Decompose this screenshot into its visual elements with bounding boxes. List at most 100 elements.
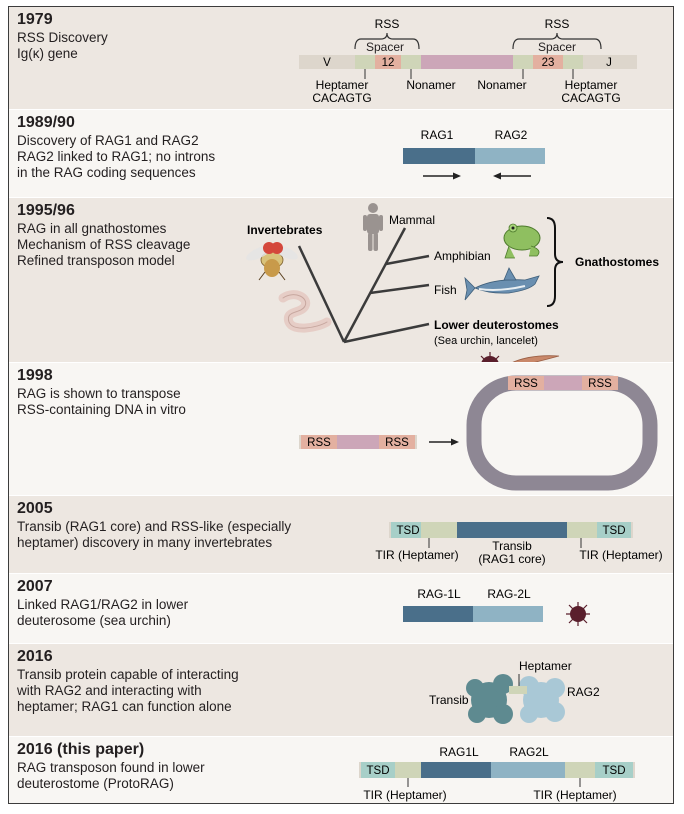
description-line: RSS Discovery <box>17 30 108 45</box>
j-segment-label: J <box>606 57 612 69</box>
arrowhead <box>451 438 459 446</box>
year-label: 2016 (this paper) <box>17 741 145 758</box>
rag1l-label: RAG-1L <box>417 587 461 601</box>
tir-label: TIR (Heptamer) <box>533 788 616 802</box>
tree-branch-lower-deuterostomes <box>343 322 430 344</box>
timeline-row-1979: 1979 RSS Discovery Ig(κ) gene RSS RSS Sp… <box>9 7 673 109</box>
intervening-segment <box>421 55 513 69</box>
year-label: 2005 <box>17 500 53 517</box>
rss-brace-right <box>512 32 602 50</box>
rss-segment <box>301 435 337 449</box>
description-line: in the RAG coding sequences <box>17 165 196 180</box>
tsd-segment <box>595 762 633 778</box>
rag-locus-diagram: RAG1 RAG2 <box>403 128 545 180</box>
timeline-row-1995: 1995/96 RAG in all gnathostomes Mechanis… <box>9 197 673 363</box>
sea-urchin-icon <box>566 602 590 626</box>
rss-label: RSS <box>588 378 612 390</box>
description-line: Transib protein capable of interacting <box>17 667 239 682</box>
shark-icon <box>464 267 540 301</box>
v-segment-label: V <box>323 57 331 69</box>
lower-deuterostomes-label: Lower deuterostomes <box>434 318 559 332</box>
rag2l-label: RAG-2L <box>487 587 531 601</box>
tir-label: TIR (Heptamer) <box>363 788 446 802</box>
rag2-label: RAG2 <box>495 128 528 142</box>
tsd-label: TSD <box>397 525 420 537</box>
description-line: Discovery of RAG1 and RAG2 <box>17 133 199 148</box>
sea-urchin-rag-diagram: RAG-1L RAG-2L <box>403 587 590 626</box>
spacer-label-left: Spacer <box>366 40 404 54</box>
spacer23-label: 23 <box>542 57 555 69</box>
heptamer-label-left: Heptamer <box>316 78 369 92</box>
timeline-figure: 1979 RSS Discovery Ig(κ) gene RSS RSS Sp… <box>8 6 674 804</box>
tsd-label: TSD <box>367 765 390 777</box>
fish-label: Fish <box>434 283 457 297</box>
tsd-segment <box>391 522 421 538</box>
row-description: RSS Discovery Ig(κ) gene <box>17 30 108 62</box>
phylogenetic-tree: Invertebrates <box>246 203 659 363</box>
rss-segment <box>379 435 415 449</box>
rss-segment <box>582 376 618 390</box>
tir-segment <box>421 522 457 538</box>
nonamer-segment <box>401 55 421 69</box>
rag2-label: RAG2 <box>567 685 600 699</box>
nonamer-label-left: Nonamer <box>406 78 455 92</box>
description-line: RAG transposon found in lower <box>17 760 205 775</box>
rss-label: RSS <box>307 437 331 449</box>
description-line: Linked RAG1/RAG2 in lower <box>17 597 189 612</box>
year-label: 1989/90 <box>17 114 75 131</box>
timeline-row-1989: 1989/90 Discovery of RAG1 and RAG2 RAG2 … <box>9 109 673 198</box>
heptamer-seq-right: CACAGTG <box>561 91 620 105</box>
frog-icon <box>503 223 541 259</box>
spacer-label-right: Spacer <box>538 40 576 54</box>
row-description: Linked RAG1/RAG2 in lower deuterosome (s… <box>17 597 188 629</box>
row-description: RAG transposon found in lower deuterosto… <box>17 760 205 792</box>
rss-label-right: RSS <box>545 17 570 31</box>
tree-branch-invertebrates <box>297 245 346 343</box>
transib-core-segment <box>457 522 567 538</box>
tir-label: TIR (Heptamer) <box>579 548 662 562</box>
rss-transposition-diagram: RSS RSS RSS RSS <box>299 375 658 491</box>
timeline-row-1998: 1998 RAG is shown to transpose RSS-conta… <box>9 362 673 496</box>
tree-branch-fish <box>369 283 430 295</box>
arrowhead <box>493 172 501 180</box>
rag1-gene <box>403 148 475 164</box>
plasmid-ring <box>466 375 658 491</box>
heptamer-segment <box>355 55 375 69</box>
description-line: RAG is shown to transpose <box>17 386 181 401</box>
amphibian-label: Amphibian <box>434 249 491 263</box>
spacer12-segment <box>375 55 401 69</box>
year-label: 1995/96 <box>17 202 75 219</box>
invertebrates-label: Invertebrates <box>247 223 323 237</box>
gnathostomes-label: Gnathostomes <box>575 255 659 269</box>
transib-label: Transib <box>492 539 532 553</box>
protein-interaction-diagram: Heptamer Transib RAG2 <box>429 659 600 724</box>
description-line: heptamer; RAG1 can function alone <box>17 699 232 714</box>
rag2l-gene <box>473 606 543 622</box>
arrowhead <box>453 172 461 180</box>
tir-label: TIR (Heptamer) <box>375 548 458 562</box>
description-line: Ig(κ) gene <box>17 46 78 61</box>
rss-label: RSS <box>385 437 409 449</box>
rag1l-gene <box>403 606 473 622</box>
tsd-label: TSD <box>603 525 626 537</box>
description-line: deuterostome (ProtoRAG) <box>17 776 174 791</box>
tir-segment <box>565 762 595 778</box>
row-description: RAG in all gnathostomes Mechanism of RSS… <box>17 221 190 269</box>
worm-icon <box>278 290 332 333</box>
year-label: 2007 <box>17 578 53 595</box>
year-label: 1998 <box>17 367 53 384</box>
spacer12-label: 12 <box>382 57 395 69</box>
insert-segment <box>337 435 379 449</box>
nonamer-segment <box>513 55 533 69</box>
rag2l-label: RAG2L <box>509 745 549 759</box>
insert-segment <box>544 376 582 390</box>
description-line: Refined transposon model <box>17 253 175 268</box>
rag1l-label: RAG1L <box>439 745 479 759</box>
description-line: heptamer) discovery in many invertebrate… <box>17 535 273 550</box>
protorag-diagram: RAG1L RAG2L TSD TSD TIR (Heptamer) TIR (… <box>359 745 635 802</box>
human-silhouette-icon <box>363 203 383 251</box>
rag2-protein-icon <box>519 676 565 723</box>
heptamer-label: Heptamer <box>519 659 572 673</box>
rss-segment <box>508 376 544 390</box>
gnathostomes-brace <box>546 217 564 307</box>
